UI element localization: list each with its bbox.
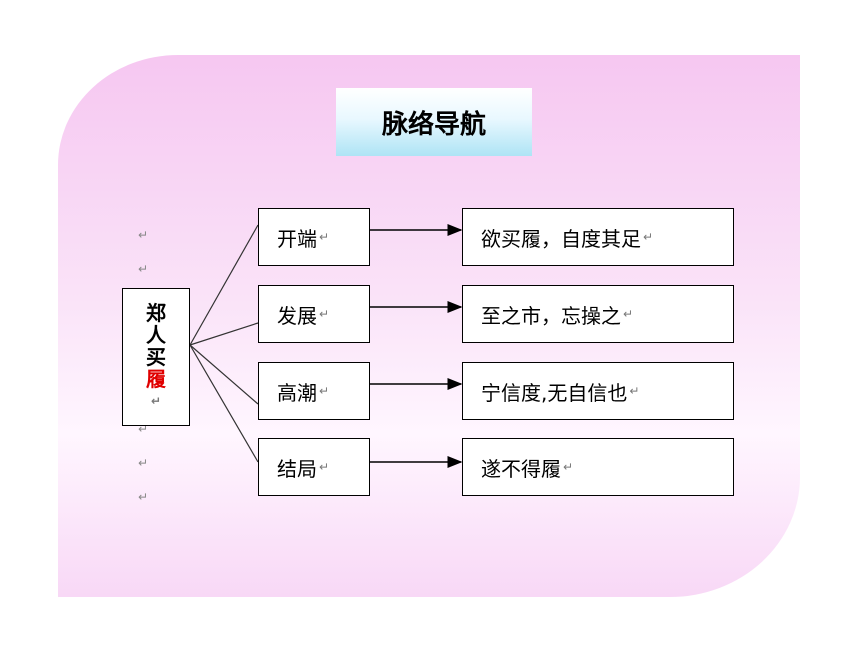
paragraph-mark: ↵: [138, 490, 149, 504]
stage-label: 开端: [277, 226, 317, 251]
root-char-highlight: 履: [146, 367, 166, 391]
paragraph-mark: ↵: [138, 228, 149, 242]
event-label: 遂不得履: [481, 456, 561, 481]
paragraph-mark: ↵: [150, 394, 162, 408]
paragraph-mark: ↵: [319, 307, 330, 321]
root-char: 买: [146, 345, 166, 369]
paragraph-mark: ↵: [643, 230, 654, 244]
event-node-climax: 宁信度,无自信也↵: [462, 362, 734, 420]
event-node-development: 至之市，忘操之↵: [462, 285, 734, 343]
diagram-title: 脉络导航: [336, 88, 532, 156]
stage-label: 高潮: [277, 380, 317, 405]
event-node-ending: 遂不得履↵: [462, 438, 734, 496]
paragraph-mark: ↵: [319, 460, 330, 474]
branch-line: [189, 322, 259, 346]
root-node: 郑 人 买 履 ↵: [122, 288, 190, 426]
title-text: 脉络导航: [381, 109, 486, 140]
paragraph-mark: ↵: [138, 262, 149, 276]
stage-node-climax: 高潮↵: [258, 362, 370, 420]
event-label: 欲买履，自度其足: [481, 226, 641, 251]
branch-line: [189, 344, 259, 463]
root-char: 人: [146, 323, 166, 347]
event-label: 宁信度,无自信也: [481, 380, 628, 405]
branch-line: [189, 344, 259, 405]
event-node-opening: 欲买履，自度其足↵: [462, 208, 734, 266]
root-char: 郑: [146, 301, 166, 325]
paragraph-mark: ↵: [629, 384, 640, 398]
paragraph-mark: ↵: [563, 460, 574, 474]
stage-label: 结局: [277, 456, 317, 481]
paragraph-mark: ↵: [319, 230, 330, 244]
paragraph-mark: ↵: [319, 384, 330, 398]
paragraph-mark: ↵: [623, 307, 634, 321]
paragraph-mark: ↵: [138, 422, 149, 436]
stage-node-opening: 开端↵: [258, 208, 370, 266]
stage-label: 发展: [277, 303, 317, 328]
paragraph-mark: ↵: [138, 456, 149, 470]
event-label: 至之市，忘操之: [481, 303, 621, 328]
stage-node-ending: 结局↵: [258, 438, 370, 496]
branch-line: [189, 224, 259, 346]
stage-node-development: 发展↵: [258, 285, 370, 343]
